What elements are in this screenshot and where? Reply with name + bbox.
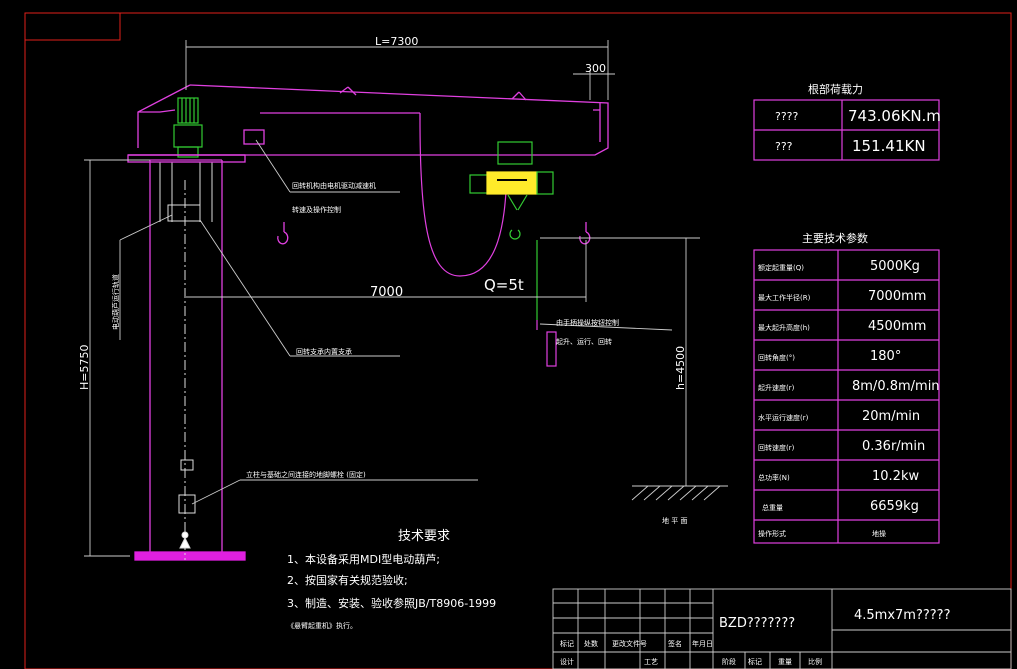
column-internals: [159, 162, 213, 560]
drawing-border: [24, 12, 1012, 669]
param-label-3: 最大起升高度(h): [758, 323, 810, 332]
tech-req-title: 技术要求: [398, 529, 450, 544]
tb-c11: 比例: [808, 657, 822, 666]
jib-arm: [127, 84, 609, 163]
load-label: Q=5t: [484, 276, 524, 294]
drawing-name: 4.5mx7m?????: [854, 608, 950, 623]
tb-c2: 处数: [584, 639, 598, 648]
tb-c7: 工艺: [644, 658, 658, 666]
load-table: 根部荷载力 ???? 743.06KN.m ??? 151.41KN: [753, 82, 941, 161]
param-label-7: 回转速度(r): [758, 443, 795, 452]
load-row-1-value: 743.06KN.m: [848, 107, 941, 125]
column: [134, 159, 246, 561]
param-label-9: 总重量: [762, 503, 783, 512]
param-label-8: 总功率(N): [758, 473, 790, 482]
electric-hoist: [469, 141, 554, 320]
load-row-1-label: ????: [775, 110, 799, 123]
param-value-10: 地操: [872, 529, 886, 538]
title-block: [552, 588, 1012, 669]
dim-radius: 7000: [370, 285, 403, 300]
param-value-3: 4500mm: [868, 319, 926, 334]
tb-c10: 重量: [778, 658, 792, 666]
drawing-number: BZD???????: [719, 616, 795, 631]
load-table-title: 根部荷载力: [808, 82, 863, 96]
param-label-4: 回转角度(°): [758, 353, 795, 362]
tb-c8: 阶段: [722, 657, 736, 666]
param-label-1: 额定起重量(Q): [758, 263, 804, 272]
tech-requirements: 技术要求 1、本设备采用MDI型电动葫芦; 2、按国家有关规范验收; 3、制造、…: [287, 529, 496, 630]
tech-req-item-1: 1、本设备采用MDI型电动葫芦;: [287, 552, 440, 566]
callout-c: 电动葫芦运行轨道: [111, 274, 120, 330]
param-value-5: 8m/0.8m/min: [852, 379, 940, 394]
tech-req-item-4: 《悬臂起重机》执行。: [287, 621, 357, 630]
param-label-2: 最大工作半径(R): [758, 293, 811, 302]
power-cable: [419, 119, 508, 277]
dim-lift-height: h=4500: [674, 346, 687, 390]
tb-c6: 设计: [560, 657, 574, 666]
tb-c1: 标记: [560, 639, 574, 648]
callout-f: 由手柄操纵按钮控制: [556, 318, 619, 327]
param-label-10: 操作形式: [758, 529, 786, 538]
tech-req-item-3: 3、制造、安装、验收参照JB/T8906-1999: [287, 596, 496, 610]
tech-req-item-2: 2、按国家有关规范验收;: [287, 573, 408, 587]
pendant-control: [536, 320, 557, 367]
hook-icons: [277, 222, 591, 245]
params-table: 主要技术参数 额定起重量(Q) 5000Kg 最大工作半径(R) 7000mm …: [753, 231, 940, 544]
param-value-9: 6659kg: [870, 499, 919, 514]
callout-e: 立柱与基础之间连接的地脚螺栓 (固定): [246, 470, 366, 479]
tb-c5: 年月日: [692, 639, 713, 648]
param-value-8: 10.2kw: [872, 469, 919, 484]
param-value-2: 7000mm: [868, 289, 926, 304]
dimension-lines: [84, 40, 728, 557]
callout-d: 回转支承内置支承: [296, 347, 352, 356]
callout-b: 转速及操作控制: [292, 205, 341, 214]
tb-c9: 标记: [748, 657, 762, 666]
tb-c3: 更改文件号: [612, 639, 647, 648]
params-table-title: 主要技术参数: [802, 231, 868, 245]
param-value-1: 5000Kg: [870, 259, 920, 274]
param-value-7: 0.36r/min: [862, 439, 925, 454]
dim-overhang: 300: [585, 62, 606, 75]
param-label-6: 水平运行速度(r): [758, 413, 809, 422]
corner-box: [24, 12, 121, 41]
slew-motor: [173, 97, 203, 158]
callout-a: 回转机构由电机驱动减速机: [292, 181, 376, 190]
param-label-5: 起升速度(r): [758, 383, 795, 392]
load-row-2-value: 151.41KN: [852, 137, 926, 155]
tb-c4: 签名: [668, 639, 682, 648]
ground-label: 地 平 面: [662, 516, 687, 525]
ground-hatch: [631, 485, 721, 501]
load-row-2-label: ???: [775, 140, 793, 153]
callout-g: 起升、运行、回转: [556, 337, 612, 346]
dim-height: H=5750: [78, 345, 91, 390]
param-value-6: 20m/min: [862, 409, 920, 424]
dim-length: L=7300: [375, 35, 418, 48]
param-value-4: 180°: [870, 349, 901, 364]
